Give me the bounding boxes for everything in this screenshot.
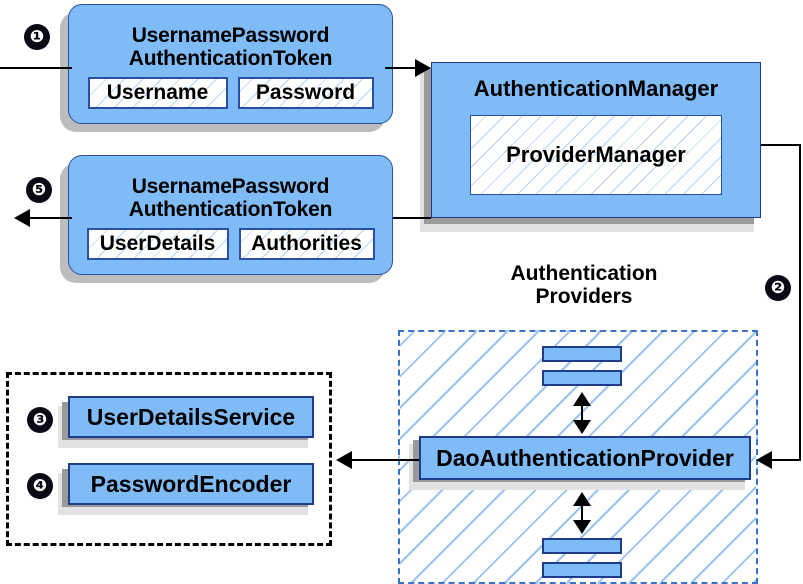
manager-to-provider-line-vertical [799, 144, 801, 461]
request-line-in [0, 67, 72, 69]
other-provider-bar-bottom-2 [542, 562, 622, 578]
step-5-badge: ❺ [26, 177, 52, 203]
authentication-providers-heading: Authentication Providers [470, 262, 698, 308]
request-line-to-manager [385, 67, 417, 69]
response-line-from-manager [393, 217, 431, 219]
user-details-field: UserDetails [86, 228, 229, 261]
providers-heading-line1: Authentication [510, 262, 658, 285]
step-3-badge: ❸ [27, 407, 53, 433]
other-provider-bar-top-2 [542, 370, 622, 386]
password-encoder-box: PasswordEncoder [68, 463, 314, 505]
request-token-card: UsernamePassword AuthenticationToken Use… [68, 4, 393, 124]
response-token-title-line2: AuthenticationToken [128, 197, 333, 221]
authentication-manager-box: AuthenticationManager ProviderManager [431, 62, 761, 218]
authentication-manager-title: AuthenticationManager [473, 76, 719, 101]
response-token-card: UsernamePassword AuthenticationToken Use… [68, 155, 393, 275]
request-token-title-line1: UsernamePassword [131, 23, 330, 47]
response-token-title-line1: UsernamePassword [131, 174, 330, 198]
provider-chain-arrow-down-top [573, 420, 591, 434]
request-token-title-line2: AuthenticationToken [128, 46, 333, 70]
manager-to-provider-line-bottom [770, 459, 801, 461]
step-1-badge: ❶ [24, 24, 50, 50]
username-field: Username [87, 77, 228, 110]
user-details-service-box: UserDetailsService [68, 396, 314, 438]
authorities-field: Authorities [238, 228, 375, 261]
provider-to-services-arrowhead [336, 451, 352, 469]
request-token-fields: Username Password [87, 77, 374, 110]
step-4-badge: ❹ [27, 473, 53, 499]
provider-arrowhead [756, 451, 772, 469]
provider-chain-arrow-up-top [573, 392, 591, 406]
response-arrowhead [14, 209, 30, 227]
providers-heading-line2: Providers [535, 284, 633, 308]
provider-to-services-line [352, 459, 419, 461]
manager-to-provider-line-top [761, 144, 801, 146]
request-arrowhead [415, 59, 431, 77]
response-line-out [30, 217, 72, 219]
step-2-badge: ❷ [765, 275, 791, 301]
provider-chain-arrow-up-bottom [573, 492, 591, 506]
provider-chain-line-bottom [581, 498, 583, 526]
password-field: Password [237, 77, 374, 110]
provider-chain-line-top [581, 398, 583, 426]
provider-manager-box: ProviderManager [470, 114, 722, 195]
other-provider-bar-top-1 [542, 346, 622, 362]
provider-chain-arrow-down-bottom [573, 520, 591, 534]
other-provider-bar-bottom-1 [542, 538, 622, 554]
response-token-fields: UserDetails Authorities [86, 228, 375, 261]
dao-authentication-provider-box: DaoAuthenticationProvider [419, 436, 751, 480]
